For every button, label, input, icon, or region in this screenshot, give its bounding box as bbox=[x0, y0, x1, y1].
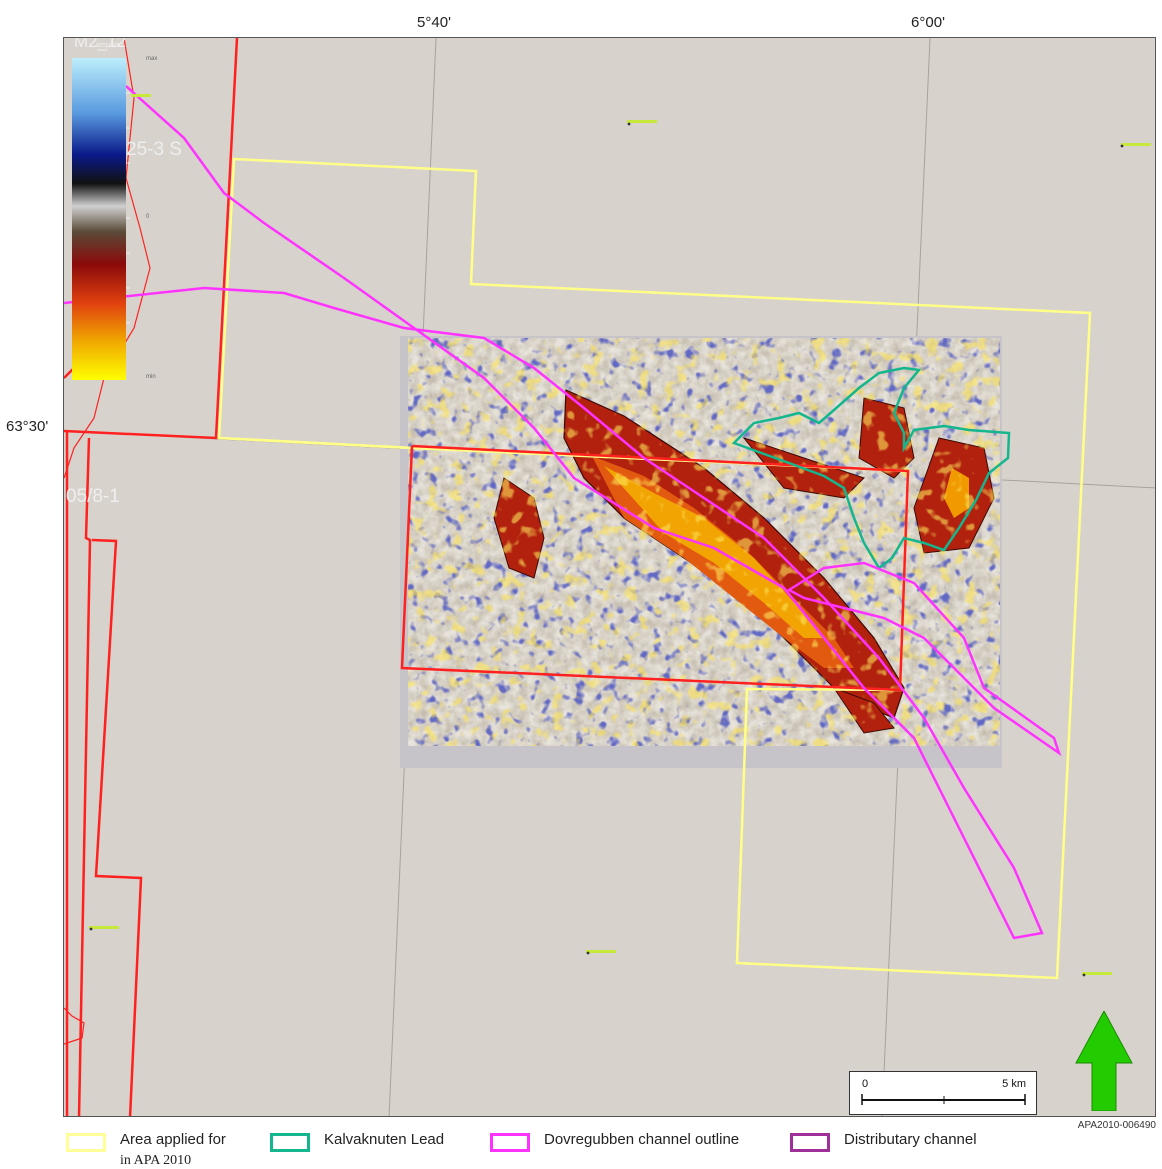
license-boundaries bbox=[64, 38, 910, 1116]
legend-item-apa-area: Area applied for in APA 2010 bbox=[66, 1131, 226, 1169]
amplitude-colorbar bbox=[72, 58, 130, 380]
longitude-label-5-40: 5°40' bbox=[417, 14, 451, 31]
coastline-trace bbox=[64, 38, 151, 479]
legend-label-apa-area-text: Area applied for bbox=[120, 1131, 226, 1148]
colorbar-max-label: max bbox=[146, 56, 158, 62]
scale-end-label: 5 km bbox=[1002, 1078, 1026, 1090]
legend-label-dovregubben: Dovregubben channel outline bbox=[544, 1131, 740, 1148]
legend-sublabel-apa-area: in APA 2010 bbox=[120, 1153, 192, 1168]
apa-area-polygon bbox=[217, 157, 1092, 980]
colorbar-zero-label: 0 bbox=[146, 214, 150, 220]
legend-swatch-kalvaknuten bbox=[270, 1133, 310, 1152]
legend-item-kalvaknuten: Kalvaknuten Lead bbox=[270, 1131, 444, 1152]
latitude-label-63-30: 63°30' bbox=[6, 418, 49, 435]
map-legend: Area applied for in APA 2010 Kalvaknuten… bbox=[0, 1126, 1162, 1169]
legend-label-kalvaknuten: Kalvaknuten Lead bbox=[324, 1131, 445, 1148]
dovregubben-channel-outline bbox=[64, 85, 1062, 940]
scale-bar-graphic bbox=[861, 1094, 1026, 1105]
scale-start-label: 0 bbox=[862, 1078, 869, 1090]
kalvaknuten-lead-outline bbox=[731, 366, 1011, 570]
legend-label-apa-area: Area applied for in APA 2010 bbox=[120, 1131, 226, 1169]
legend-item-dovregubben: Dovregubben channel outline bbox=[490, 1131, 739, 1152]
north-arrow-icon bbox=[1075, 1011, 1133, 1111]
legend-item-distributary: Distributary channel bbox=[790, 1131, 977, 1152]
well-markers bbox=[89, 94, 1151, 975]
well-label-25-3s: 25-3 S bbox=[126, 139, 182, 160]
map-view[interactable]: M2_12 amp/sec max 0 min 25-3 S 05/8-1 0 … bbox=[63, 37, 1156, 1117]
legend-swatch-apa-area bbox=[66, 1133, 106, 1152]
map-canvas bbox=[64, 38, 1155, 1116]
longitude-label-6-00: 6°00' bbox=[911, 14, 945, 31]
colorbar-unit: amp/sec bbox=[96, 42, 123, 49]
scale-bar: 0 5 km bbox=[849, 1071, 1037, 1115]
legend-swatch-distributary bbox=[790, 1133, 830, 1152]
seismic-amplitude-map bbox=[400, 336, 1002, 768]
well-label-05-8-1: 05/8-1 bbox=[66, 486, 120, 507]
document-id: APA2010-006490 bbox=[1077, 1120, 1156, 1131]
well-marker-dots bbox=[89, 122, 1124, 977]
legend-swatch-dovregubben bbox=[490, 1133, 530, 1152]
colorbar-min-label: min bbox=[146, 374, 156, 380]
colorbar-title: M2_12 bbox=[74, 37, 126, 51]
coastline-trace-lower bbox=[64, 1007, 85, 1045]
legend-label-distributary: Distributary channel bbox=[844, 1131, 977, 1148]
